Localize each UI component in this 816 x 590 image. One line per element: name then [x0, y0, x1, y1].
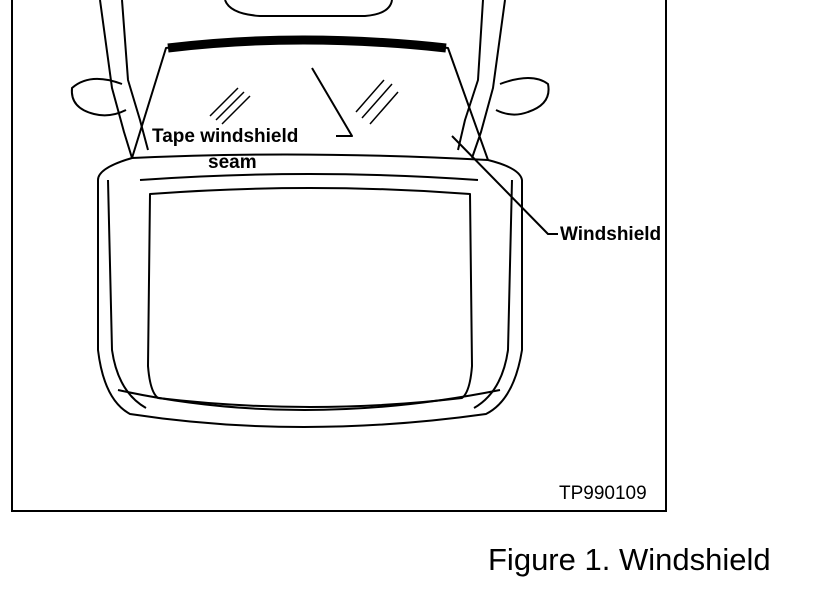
tape-seam-label-line2: seam	[208, 152, 257, 173]
left-a-pillar-inner	[121, 0, 149, 151]
front-bumper	[117, 389, 501, 411]
glare-mark	[369, 91, 399, 125]
right-mirror	[495, 77, 550, 116]
right-a-pillar	[471, 0, 506, 159]
figure-caption: Figure 1. Windshield	[488, 542, 771, 577]
windshield-label: Windshield	[560, 224, 662, 245]
left-mirror	[70, 77, 127, 117]
glare-mark	[221, 95, 251, 125]
hood-panel	[147, 187, 473, 408]
windshield-pointer	[451, 135, 558, 235]
hood-top-line	[139, 173, 479, 181]
glare-mark	[361, 83, 393, 119]
left-a-pillar	[99, 0, 133, 159]
tape-seam-label-line1: Tape windshield	[152, 126, 299, 147]
glare-mark	[215, 91, 245, 121]
glare-mark	[355, 79, 385, 113]
roof-line	[224, 0, 393, 17]
tape-pointer	[311, 67, 353, 137]
glare-mark	[209, 87, 239, 117]
body-inner-left	[107, 179, 147, 409]
body-outline	[97, 157, 523, 428]
figure-frame	[11, 0, 667, 512]
tape-seam	[167, 35, 447, 53]
right-a-pillar-inner	[457, 0, 484, 151]
figure-code: TP990109	[559, 483, 647, 504]
body-inner-right	[473, 179, 513, 409]
